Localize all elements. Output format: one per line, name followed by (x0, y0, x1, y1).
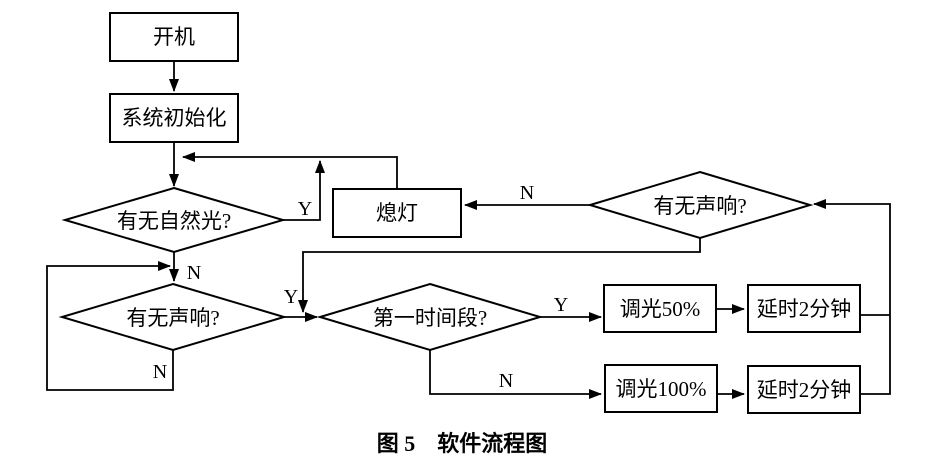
process-lights-off (332, 188, 462, 238)
decision-sound-check-lower (58, 282, 288, 352)
process-dim-50 (603, 284, 717, 333)
process-delay-2min-upper-label: 延时2分钟 (757, 297, 852, 321)
process-delay-2min-lower-label: 延时2分钟 (757, 378, 852, 402)
branch-label-naturallight-yes: Y (298, 198, 312, 220)
connector-delays-feedback-to-soundupper (813, 199, 891, 395)
connector-soundlower-no-loop (46, 261, 174, 391)
connector-naturallight-yes (283, 160, 325, 221)
decision-first-time-period-label: 第一时间段? (373, 306, 487, 330)
connector-lightsoff-return (182, 152, 398, 189)
process-dim-50-label: 调光50% (620, 297, 701, 321)
process-dim-100 (604, 364, 718, 413)
decision-natural-light (61, 186, 287, 254)
process-dim-100-label: 调光100% (616, 377, 707, 401)
branch-label-firstperiod-yes: Y (554, 294, 568, 316)
branch-label-soundlower-yes: Y (284, 286, 298, 308)
process-power-on-label: 开机 (153, 25, 195, 49)
process-delay-2min-upper (747, 284, 861, 333)
decision-natural-light-label: 有无自然光? (117, 209, 231, 233)
process-system-init (109, 93, 239, 143)
process-power-on (109, 12, 239, 62)
branch-label-naturallight-no: N (187, 262, 201, 284)
process-system-init-label: 系统初始化 (122, 106, 227, 130)
connector-firstperiod-no (429, 350, 602, 399)
decision-sound-check-upper (586, 170, 814, 240)
branch-label-soundlower-no: N (153, 361, 167, 383)
connector-soundupper-yes-return (298, 238, 701, 313)
branch-label-soundupper-no: N (520, 182, 534, 204)
decision-sound-check-upper-label: 有无声响? (653, 194, 746, 218)
branch-label-firstperiod-no: N (499, 370, 513, 392)
decision-first-time-period (316, 282, 544, 352)
figure-caption: 图 5 软件流程图 (377, 431, 548, 456)
decision-sound-check-lower-label: 有无声响? (126, 306, 219, 330)
process-lights-off-label: 熄灯 (376, 201, 418, 225)
process-delay-2min-lower (747, 365, 861, 414)
